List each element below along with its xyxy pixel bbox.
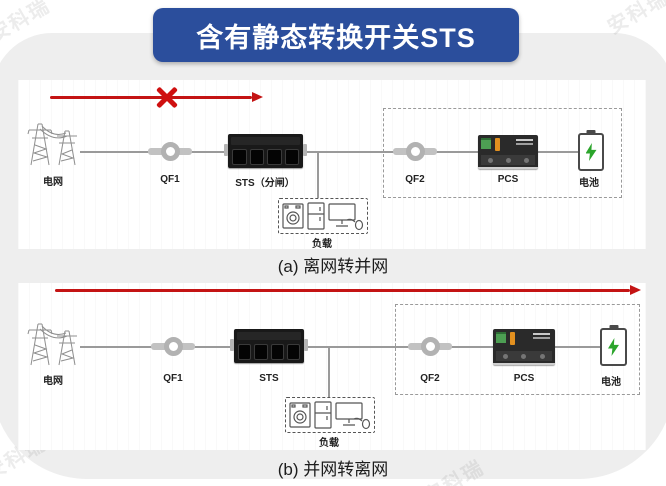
transmission-tower-icon — [25, 316, 81, 368]
pcs-text — [533, 333, 550, 335]
main-wire — [80, 346, 600, 348]
sts-device — [230, 329, 308, 363]
label-sts: STS — [259, 373, 279, 384]
battery-icon — [600, 328, 627, 366]
sts-panel — [237, 332, 301, 340]
label-sts: STS（分闸） — [235, 178, 295, 189]
transmission-tower-icon — [25, 116, 81, 168]
breaker-qf1-ring — [161, 142, 180, 161]
load-appliances-icon — [285, 397, 375, 433]
label-grid: 电网 — [43, 177, 63, 188]
label-qf1: QF1 — [163, 373, 183, 384]
pcs-text — [516, 139, 533, 141]
flow-arrow-head — [630, 285, 641, 295]
label-load: 负载 — [319, 438, 339, 449]
sts-panel — [231, 137, 300, 145]
page-title: 含有静态转换开关STS — [153, 8, 519, 62]
label-battery: 电池 — [579, 178, 599, 189]
label-battery: 电池 — [601, 377, 621, 388]
blocked-x-icon — [154, 84, 180, 110]
caption-a: (a) 离网转并网 — [277, 257, 389, 276]
load-branch-wire — [328, 347, 330, 397]
label-qf2: QF2 — [420, 373, 440, 384]
sts-ports — [232, 149, 299, 165]
breaker-qf1-ring — [164, 337, 183, 356]
storage-zone — [383, 108, 622, 198]
battery-icon — [578, 133, 604, 171]
pcs-device — [493, 329, 555, 365]
sts-device — [224, 134, 307, 168]
pcs-module — [496, 332, 506, 343]
lightning-bolt-icon — [608, 338, 619, 356]
breaker-qf2-ring — [421, 337, 440, 356]
breaker-qf2-ring — [406, 142, 425, 161]
label-qf1: QF1 — [160, 174, 180, 185]
flow-arrow — [50, 96, 252, 99]
pcs-handle — [510, 332, 515, 345]
pcs-handle — [495, 138, 500, 151]
label-load: 负载 — [312, 239, 332, 250]
diagram-panel-a: 电网 QF1 STS（分闸） QF2 PCS 电池 负载 — [18, 80, 646, 250]
pcs-module — [481, 138, 491, 149]
label-pcs: PCS — [497, 174, 519, 185]
storage-zone — [395, 304, 640, 395]
pcs-knobs — [496, 351, 552, 361]
flow-arrow — [55, 289, 630, 292]
caption-b: (b) 并网转离网 — [277, 460, 389, 479]
label-grid: 电网 — [43, 376, 63, 387]
main-wire — [80, 151, 578, 153]
label-pcs: PCS — [513, 373, 535, 384]
flow-arrow-head — [252, 92, 263, 102]
sts-ports — [238, 344, 300, 360]
lightning-bolt-icon — [585, 143, 597, 161]
load-branch-wire — [317, 152, 319, 198]
label-qf2: QF2 — [405, 174, 425, 185]
pcs-device — [478, 135, 538, 169]
load-appliances-icon — [278, 198, 368, 234]
diagram-panel-b: 电网 QF1 STS QF2 PCS 电池 负载 — [18, 283, 646, 450]
pcs-knobs — [481, 155, 535, 165]
